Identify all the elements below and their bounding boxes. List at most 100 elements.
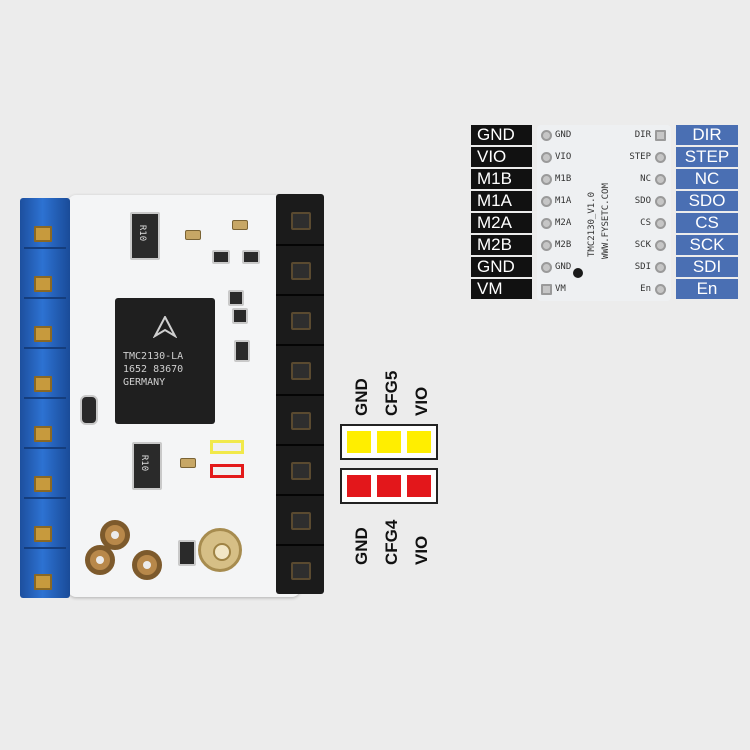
cfg-top-label: CFG5 [382, 370, 401, 416]
board-pin-label: SCK [634, 240, 651, 250]
board-pin-label: M2B [555, 240, 572, 250]
pinout-left-label: VIO [471, 147, 532, 167]
board-pin [541, 196, 552, 207]
header-pin [291, 362, 311, 380]
header-divider [276, 444, 324, 446]
pinout-right-label: CS [676, 213, 738, 233]
board-back-view: GND VIO M1B M1A M2A M2B GND VM DIR STEP … [537, 125, 671, 301]
board-pin [655, 262, 666, 273]
board-pin-label: M1B [555, 174, 572, 184]
smd-capacitor [185, 230, 201, 240]
header-pin [34, 426, 52, 442]
header-divider [276, 544, 324, 546]
cfg-bottom-label: CFG4 [382, 519, 401, 565]
board-pin-label: SDO [634, 196, 651, 206]
potentiometer [198, 528, 242, 572]
pinout-right-label: DIR [676, 125, 738, 145]
smd-part [178, 540, 196, 566]
smd-part [234, 340, 250, 362]
cfg-legend: GND CFG5 VIO GND CFG4 VIO [340, 360, 440, 570]
header-divider [276, 394, 324, 396]
header-divider [24, 297, 66, 299]
header-pin [34, 526, 52, 542]
board-silk-model: TMC2130_V1.0 [587, 191, 597, 257]
board-pin [655, 196, 666, 207]
resistor-label: R10 [139, 454, 150, 472]
board-pin [541, 174, 552, 185]
header-divider [24, 497, 66, 499]
cfg4-vio-swatch [407, 475, 431, 497]
black-pin-header [276, 194, 324, 594]
header-divider [24, 547, 66, 549]
chip-marking: TMC2130-LA 1652 83670 GERMANY [123, 350, 213, 389]
mounting-hole [132, 550, 162, 580]
board-pin [655, 152, 666, 163]
board-pin-label: DIR [634, 130, 651, 140]
cfg4-gnd-swatch [347, 475, 371, 497]
header-divider [276, 494, 324, 496]
trinamic-logo-icon [153, 316, 177, 338]
header-pin [291, 312, 311, 330]
sense-resistor: R10 [132, 442, 162, 490]
board-pin [541, 152, 552, 163]
pinout-left-label: M2B [471, 235, 532, 255]
board-pin [541, 130, 552, 141]
board-pin [655, 284, 666, 295]
pinout-right-label: NC [676, 169, 738, 189]
header-divider [24, 397, 66, 399]
board-pin [541, 284, 552, 295]
board-pin-label: CS [640, 218, 651, 228]
header-pin [291, 412, 311, 430]
cfg5-open-swatch [377, 431, 401, 453]
pinout-left-label: VM [471, 279, 532, 299]
header-divider [24, 447, 66, 449]
header-pin [34, 326, 52, 342]
board-pin-label: NC [640, 174, 651, 184]
header-divider [276, 244, 324, 246]
board-pin [655, 240, 666, 251]
chip-line: 1652 83670 [123, 364, 184, 375]
header-pin [34, 376, 52, 392]
sense-resistor: R10 [130, 212, 160, 260]
board-pin [655, 130, 666, 141]
stepper-driver-board: TMC2130-LA 1652 83670 GERMANY R10 R10 [20, 190, 330, 600]
cfg4-jumper-pads [210, 464, 244, 478]
pinout-left-label: M2A [471, 213, 532, 233]
resistor-label: R10 [137, 224, 148, 242]
crystal [80, 395, 98, 425]
smd-part [242, 250, 260, 264]
header-pin [291, 212, 311, 230]
smd-part [228, 290, 244, 306]
pinout-left-label: M1B [471, 169, 532, 189]
board-silk-url: WWW.FYSETC.COM [601, 183, 611, 259]
board-pin-label: SDI [634, 262, 651, 272]
cfg-top-label: VIO [412, 386, 431, 416]
header-pin [291, 562, 311, 580]
board-pin [541, 240, 552, 251]
board-pin-label: STEP [629, 152, 651, 162]
cfg5-gnd-swatch [347, 431, 371, 453]
board-pin-label: GND [555, 130, 572, 140]
cfg-bottom-label: GND [352, 527, 371, 565]
pinout-left-label: GND [471, 125, 532, 145]
board-pin-label: En [640, 284, 651, 294]
header-divider [276, 344, 324, 346]
cfg-bottom-label: VIO [412, 535, 431, 565]
pinout-right-label: SDO [676, 191, 738, 211]
board-pin-label: VIO [555, 152, 572, 162]
header-divider [276, 294, 324, 296]
header-pin [291, 462, 311, 480]
header-divider [24, 347, 66, 349]
header-pin [34, 276, 52, 292]
pinout-left-label: M1A [471, 191, 532, 211]
header-pin [291, 262, 311, 280]
smd-part [232, 308, 248, 324]
cfg-top-label: GND [352, 378, 371, 416]
pinout-right-label: STEP [676, 147, 738, 167]
board-pin [655, 218, 666, 229]
driver-chip: TMC2130-LA 1652 83670 GERMANY [115, 298, 215, 424]
smd-capacitor [232, 220, 248, 230]
blue-pin-header [20, 198, 70, 598]
board-pin-label: M2A [555, 218, 572, 228]
chip-line: GERMANY [123, 377, 166, 388]
